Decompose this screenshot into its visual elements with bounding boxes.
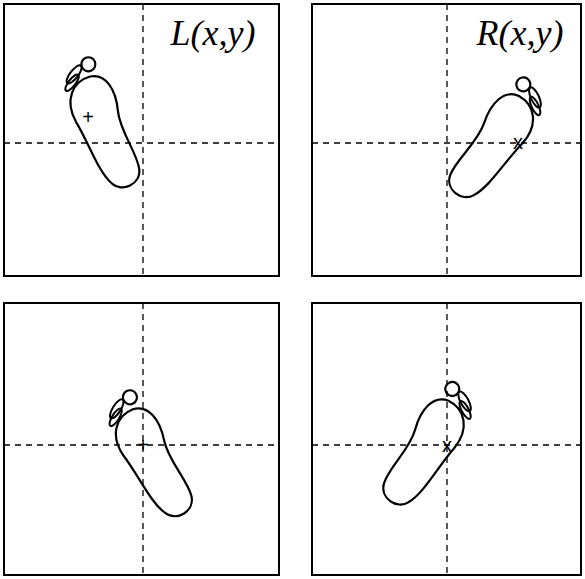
- panel-title: L(x,y): [171, 15, 256, 51]
- center-marker: +: [137, 435, 149, 455]
- center-marker: +: [82, 107, 94, 127]
- panel-title: R(x,y): [477, 15, 564, 51]
- center-marker: x: [442, 435, 452, 455]
- center-marker: x: [513, 132, 523, 152]
